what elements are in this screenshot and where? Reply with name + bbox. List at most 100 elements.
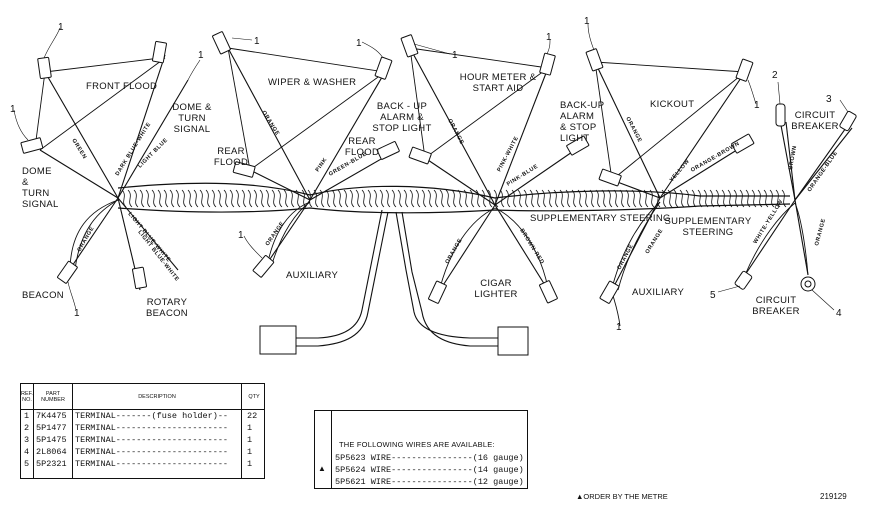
- label-beacon: BEACON: [22, 290, 64, 301]
- label-auxiliary-1: AUXILIARY: [286, 270, 339, 281]
- wire-label: PINK-BLUE: [506, 164, 540, 188]
- wires-note-title: THE FOLLOWING WIRES ARE AVAILABLE:: [339, 440, 495, 449]
- wire-label: YELLOW: [669, 158, 691, 183]
- junction-1-terminals: [20, 40, 167, 290]
- wire-label: BROWN-RED: [518, 228, 545, 266]
- cell-part: 5P1475: [36, 435, 67, 445]
- callout-1: 1: [58, 22, 64, 33]
- cell-ref: 5: [24, 459, 30, 469]
- junction-4-wires: [594, 61, 746, 327]
- wire-label: ORANGE: [446, 118, 465, 146]
- connector-plug-left: [259, 325, 297, 355]
- junction-2-leaders: [231, 37, 384, 259]
- cell-ref: 3: [24, 435, 30, 445]
- callout-4: 4: [836, 308, 842, 319]
- wire-label: ORANGE-BROWN: [690, 141, 741, 174]
- callout-5: 5: [710, 290, 716, 301]
- callout-1: 1: [584, 16, 590, 27]
- junction-3-wires: [409, 47, 576, 291]
- junction-5-leaders: [717, 81, 849, 311]
- callout-1: 1: [238, 230, 244, 241]
- junction-5-wires: [744, 119, 853, 276]
- callout-1: 1: [546, 32, 552, 43]
- cell-desc: TERMINAL----------------------: [75, 423, 229, 433]
- wire-row: 5P5623 WIRE----------------(16 gauge): [335, 453, 524, 463]
- callout-1: 1: [452, 50, 458, 61]
- header-ref-no: REF.NO.: [21, 390, 33, 403]
- junction-1-leaders: [13, 27, 201, 311]
- callout-1: 1: [74, 308, 80, 319]
- cell-desc: TERMINAL-------(fuse holder)--: [75, 411, 229, 421]
- junction-3-terminals: [400, 34, 590, 304]
- footnote-order-by-metre: ▲ORDER BY THE METRE: [576, 492, 668, 501]
- header-description: DESCRIPTION: [138, 393, 176, 400]
- metre-mark-icon: ▲: [318, 464, 326, 473]
- callout-3: 3: [826, 94, 832, 105]
- wire-label: LIGHT BLUE-WHITE: [126, 211, 171, 263]
- cell-desc: TERMINAL----------------------: [75, 447, 229, 457]
- table-row: 5 5P2321 TERMINAL---------------------- 1: [21, 458, 264, 470]
- callout-1: 1: [356, 38, 362, 49]
- cell-part: 5P2321: [36, 459, 67, 469]
- junction-4-leaders: [587, 23, 757, 105]
- junction-5-terminals: [734, 103, 857, 292]
- junction-2-terminals: [212, 31, 400, 278]
- cell-qty: 1: [247, 423, 253, 433]
- wire-label: LIGHT BLUE: [137, 137, 169, 169]
- cell-qty: 1: [247, 447, 253, 457]
- callout-1: 1: [754, 100, 760, 111]
- callout-1: 1: [10, 104, 16, 115]
- label-hour-meter: HOUR METER &START AID: [460, 72, 537, 94]
- wire-row: 5P5624 WIRE----------------(14 gauge): [335, 465, 524, 475]
- wire-row: 5P5621 WIRE----------------(12 gauge): [335, 477, 524, 487]
- cell-qty: 1: [247, 435, 253, 445]
- wire-label: ORANGE: [645, 228, 665, 255]
- table-row: 3 5P1475 TERMINAL---------------------- 1: [21, 434, 264, 446]
- cell-part: 7K4475: [36, 411, 67, 421]
- callout-1: 1: [254, 36, 260, 47]
- label-front-flood: FRONT FLOOD: [86, 81, 157, 92]
- connector-plug-right: [497, 326, 529, 356]
- label-wiper-washer: WIPER & WASHER: [268, 77, 356, 88]
- wire-label: ORANGE: [445, 238, 464, 265]
- table-row: 4 2L8064 TERMINAL---------------------- 1: [21, 446, 264, 458]
- cell-part: 5P1477: [36, 423, 67, 433]
- cell-desc: TERMINAL----------------------: [75, 459, 229, 469]
- cell-part: 2L8064: [36, 447, 67, 457]
- cell-ref: 1: [24, 411, 30, 421]
- table-row: 2 5P1477 TERMINAL---------------------- 1: [21, 422, 264, 434]
- cell-ref: 2: [24, 423, 30, 433]
- cell-desc: TERMINAL----------------------: [75, 435, 229, 445]
- junction-2-wires: [227, 47, 389, 265]
- wire-label: ORANGE-BLUE: [807, 150, 840, 193]
- cell-ref: 4: [24, 447, 30, 457]
- harness-trunk: [117, 182, 791, 214]
- callout-1: 1: [198, 50, 204, 61]
- callout-2: 2: [772, 70, 778, 81]
- cell-qty: 1: [247, 459, 253, 469]
- header-qty: QTY: [248, 393, 260, 400]
- callout-1: 1: [616, 322, 622, 333]
- wire-label: ORANGE: [814, 218, 827, 247]
- junction-1-wires: [34, 54, 189, 291]
- figure-number: 219129: [820, 492, 847, 501]
- wire-label: ORANGE: [265, 221, 286, 248]
- wire-label: PINK-WHITE: [496, 135, 520, 172]
- plug-branches: [259, 209, 529, 356]
- junction-4-terminals: [585, 48, 755, 304]
